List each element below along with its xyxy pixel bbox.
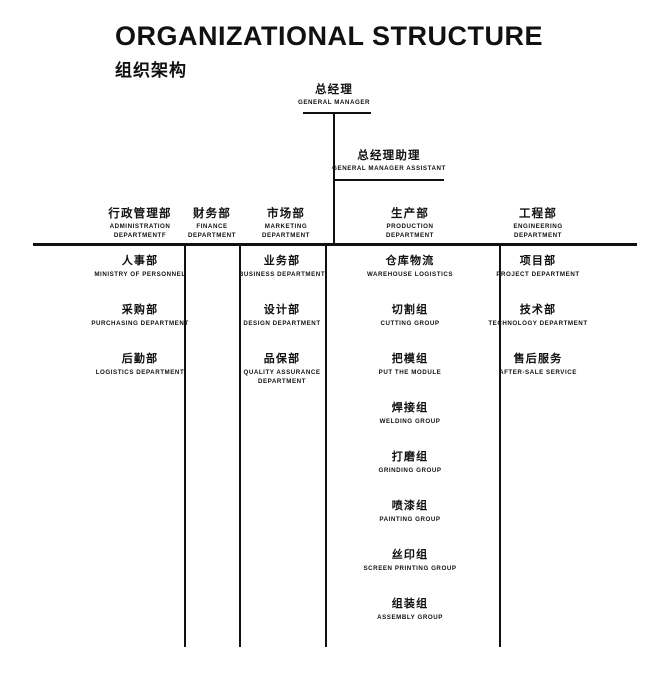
node-department-production-cn: 生产部 [390, 208, 430, 220]
node-business-department-en: BUSINESS DEPARTMENT [238, 270, 326, 278]
chart-title-block: ORGANIZATIONAL STRUCTURE 组织架构 [115, 22, 543, 81]
column-divider-1 [184, 245, 186, 647]
node-cutting-group[interactable]: 切割组 CUTTING GROUP [355, 304, 465, 329]
node-grinding-group[interactable]: 打磨组 GRINDING GROUP [355, 451, 465, 476]
node-put-the-module[interactable]: 把模组 PUT THE MODULE [355, 353, 465, 378]
node-welding-group-en: WELDING GROUP [379, 417, 441, 425]
page-title: ORGANIZATIONAL STRUCTURE [115, 21, 543, 51]
node-department-marketing[interactable]: 市场部 MARKETING DEPARTMENT [243, 207, 329, 241]
node-ministry-of-personnel[interactable]: 人事部 MINISTRY OF PERSONNEL [85, 255, 195, 280]
node-department-engineering-cn: 工程部 [518, 208, 558, 220]
node-painting-group[interactable]: 喷漆组 PAINTING GROUP [355, 500, 465, 525]
node-cutting-group-cn: 切割组 [391, 304, 429, 316]
node-technology-department[interactable]: 技术部 TECHNOLOGY DEPARTMENT [483, 304, 593, 329]
node-warehouse-logistics-en: WAREHOUSE LOGISTICS [366, 270, 454, 278]
node-ministry-of-personnel-en: MINISTRY OF PERSONNEL [94, 270, 186, 278]
node-grinding-group-cn: 打磨组 [391, 451, 429, 463]
connector-main-horizontal-bar [33, 243, 637, 246]
node-after-sale-service-en: AFTER-SALE SERVICE [499, 368, 577, 376]
node-quality-assurance-department[interactable]: 品保部 QUALITY ASSURANCE DEPARTMENT [238, 353, 326, 387]
node-department-administration[interactable]: 行政管理部 ADMINISTRATION DEPARTMENTF [85, 207, 195, 241]
node-screen-printing-group-cn: 丝印组 [391, 549, 429, 561]
node-logistics-department[interactable]: 后勤部 LOGISTICS DEPARTMENT [85, 353, 195, 378]
column-divider-4 [499, 245, 501, 647]
node-quality-assurance-department-cn: 品保部 [263, 353, 301, 365]
column-divider-2 [239, 245, 241, 647]
connector-general-manager-assistant-underline [333, 179, 444, 181]
node-screen-printing-group[interactable]: 丝印组 SCREEN PRINTING GROUP [355, 549, 465, 574]
node-warehouse-logistics[interactable]: 仓库物流 WAREHOUSE LOGISTICS [355, 255, 465, 280]
node-business-department[interactable]: 业务部 BUSINESS DEPARTMENT [227, 255, 337, 280]
node-assembly-group-cn: 组装组 [391, 598, 429, 610]
node-general-manager-assistant[interactable]: 总经理助理 GENERAL MANAGER ASSISTANT [329, 149, 449, 174]
node-project-department-en: PROJECT DEPARTMENT [496, 270, 580, 278]
node-purchasing-department-en: PURCHASING DEPARTMENT [91, 319, 189, 327]
node-general-manager-assistant-cn: 总经理助理 [357, 150, 421, 162]
node-project-department-cn: 项目部 [519, 255, 557, 267]
node-purchasing-department[interactable]: 采购部 PURCHASING DEPARTMENT [85, 304, 195, 329]
node-quality-assurance-department-en: QUALITY ASSURANCE DEPARTMENT [243, 368, 321, 385]
node-department-marketing-en: MARKETING DEPARTMENT [261, 223, 310, 240]
node-general-manager-cn: 总经理 [314, 84, 354, 96]
connector-general-manager-underline [303, 112, 371, 114]
node-ministry-of-personnel-cn: 人事部 [121, 255, 159, 267]
node-painting-group-cn: 喷漆组 [391, 500, 429, 512]
node-screen-printing-group-en: SCREEN PRINTING GROUP [363, 564, 457, 572]
node-purchasing-department-cn: 采购部 [121, 304, 159, 316]
node-cutting-group-en: CUTTING GROUP [380, 319, 440, 327]
node-warehouse-logistics-cn: 仓库物流 [385, 255, 435, 267]
column-divider-3 [325, 245, 327, 647]
node-department-production-en: PRODUCTION DEPARTMENT [385, 223, 434, 240]
node-department-finance[interactable]: 财务部 FINANCE DEPARTMENT [172, 207, 252, 241]
node-department-engineering-en: ENGINEERING DEPARTMENT [513, 223, 563, 240]
node-technology-department-en: TECHNOLOGY DEPARTMENT [488, 319, 588, 327]
node-project-department[interactable]: 项目部 PROJECT DEPARTMENT [483, 255, 593, 280]
node-general-manager[interactable]: 总经理 GENERAL MANAGER [284, 83, 384, 108]
node-general-manager-en: GENERAL MANAGER [297, 99, 371, 107]
node-general-manager-assistant-en: GENERAL MANAGER ASSISTANT [332, 165, 446, 173]
node-put-the-module-en: PUT THE MODULE [378, 368, 442, 376]
node-technology-department-cn: 技术部 [519, 304, 557, 316]
page-subtitle: 组织架构 [115, 61, 187, 81]
node-department-administration-en: ADMINISTRATION DEPARTMENTF [109, 223, 171, 240]
node-assembly-group[interactable]: 组装组 ASSEMBLY GROUP [355, 598, 465, 623]
node-department-finance-en: FINANCE DEPARTMENT [187, 223, 236, 240]
node-logistics-department-cn: 后勤部 [121, 353, 159, 365]
connector-general-manager-trunk [333, 112, 335, 245]
node-design-department[interactable]: 设计部 DESIGN DEPARTMENT [227, 304, 337, 329]
node-painting-group-en: PAINTING GROUP [379, 515, 441, 523]
node-after-sale-service-cn: 售后服务 [513, 353, 563, 365]
node-department-finance-cn: 财务部 [192, 208, 232, 220]
node-department-engineering[interactable]: 工程部 ENGINEERING DEPARTMENT [483, 207, 593, 241]
node-welding-group[interactable]: 焊接组 WELDING GROUP [355, 402, 465, 427]
node-department-production[interactable]: 生产部 PRODUCTION DEPARTMENT [355, 207, 465, 241]
node-logistics-department-en: LOGISTICS DEPARTMENT [95, 368, 185, 376]
node-design-department-cn: 设计部 [263, 304, 301, 316]
node-grinding-group-en: GRINDING GROUP [378, 466, 442, 474]
node-after-sale-service[interactable]: 售后服务 AFTER-SALE SERVICE [483, 353, 593, 378]
node-design-department-en: DESIGN DEPARTMENT [243, 319, 321, 327]
node-department-marketing-cn: 市场部 [266, 208, 306, 220]
node-assembly-group-en: ASSEMBLY GROUP [377, 613, 443, 621]
node-department-administration-cn: 行政管理部 [108, 208, 172, 220]
node-business-department-cn: 业务部 [263, 255, 301, 267]
node-put-the-module-cn: 把模组 [391, 353, 429, 365]
node-welding-group-cn: 焊接组 [391, 402, 429, 414]
